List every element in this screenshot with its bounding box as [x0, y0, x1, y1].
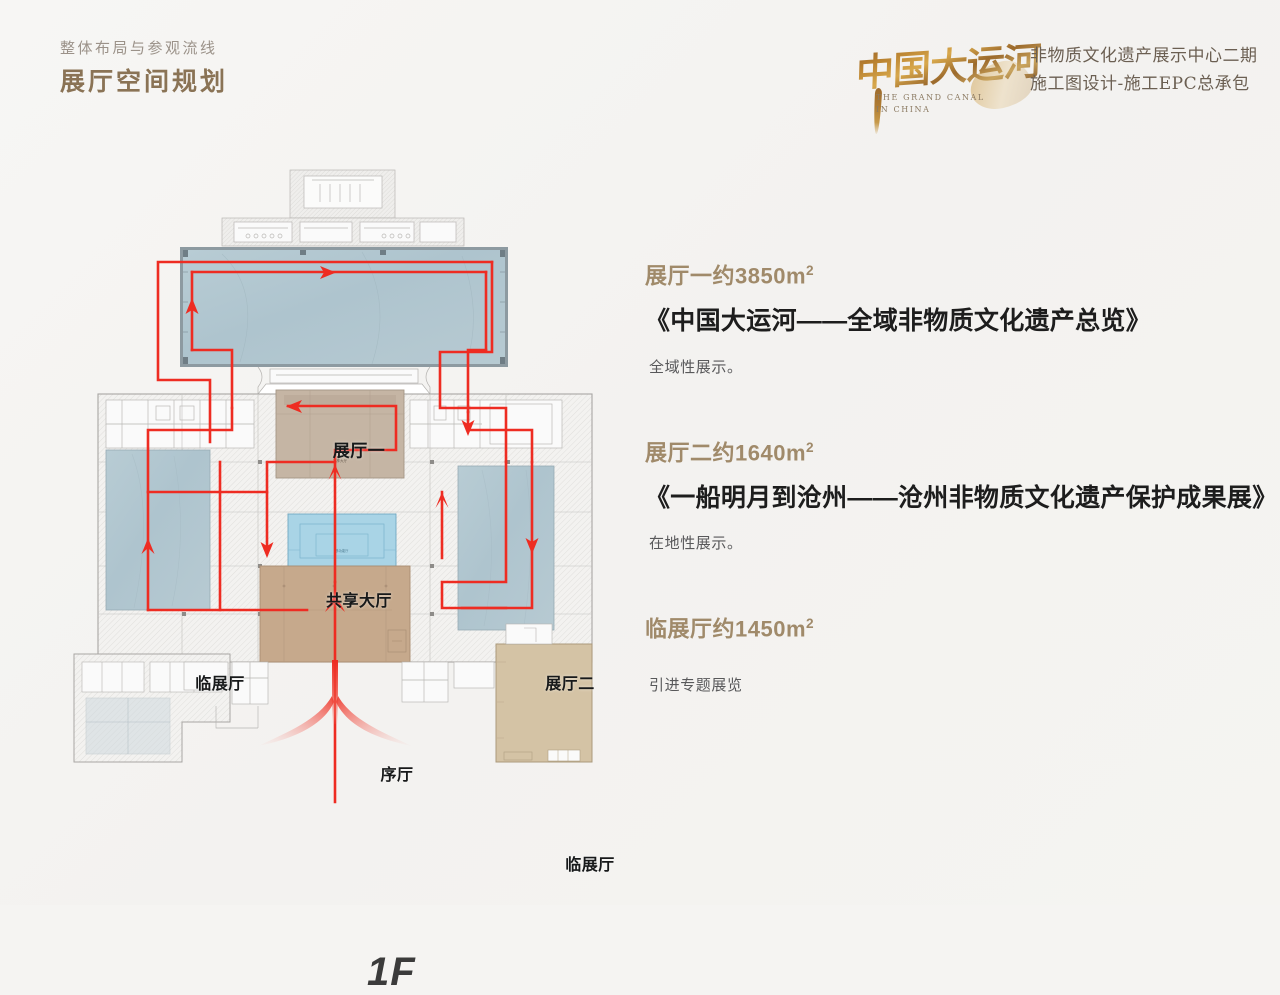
project-name-line2: 施工图设计-施工EPC总承包	[1030, 74, 1250, 95]
hall-one-room	[180, 247, 508, 367]
exhibition-desc-2: 在地性展示。	[649, 535, 743, 553]
visitor-circulation-route-detail	[146, 270, 534, 612]
exhibition-desc-3: 引进专题展览	[649, 677, 743, 695]
exhibition-area-1: 展厅一约3850m2	[645, 263, 815, 289]
floor-plan-1f: 共享大厅 多功能厅	[62, 162, 642, 994]
header-text-group: 整体布局与参观流线 展厅空间规划	[60, 38, 228, 97]
floor-level-label: 1F	[367, 950, 416, 994]
project-name-block: 非物质文化遗产展示中心二期 施工图设计-施工EPC总承包	[1030, 42, 1258, 98]
route-arrowheads	[141, 266, 539, 612]
logo-english-subtitle: THE GRAND CANAL IN CHINA	[876, 92, 985, 115]
room-label-preface-hall: 序厅	[380, 767, 414, 784]
page-title: 展厅空间规划	[60, 68, 229, 96]
exhibition-area-2: 展厅二约1640m2	[645, 439, 815, 465]
logo-english-line1: THE GRAND CANAL	[876, 93, 985, 102]
header-subtitle: 整体布局与参观流线	[60, 40, 218, 57]
exhibition-title-1: 《中国大运河——全域非物质文化遗产总览》	[645, 306, 1152, 335]
temporary-hall-right-room	[495, 623, 593, 763]
room-label-temp-hall-right: 临展厅	[565, 857, 615, 874]
logo-english-line2: IN CHINA	[876, 104, 931, 114]
project-logo-group: 中国大运河 THE GRAND CANAL IN CHINA 非物质文化遗产展示…	[852, 22, 1257, 142]
exhibition-title-2: 《一船明月到沧州——沧州非物质文化遗产保护成果展》	[645, 483, 1278, 512]
floor-plan-drawing: 共享大厅 多功能厅	[73, 169, 593, 804]
svg-text:共享大厅: 共享大厅	[333, 458, 348, 463]
svg-text:多功能厅: 多功能厅	[336, 548, 350, 553]
exhibition-desc-1: 全域性展示。	[649, 358, 743, 376]
room-label-shared-hall: 共享大厅	[325, 593, 393, 610]
exhibition-info-item-1: 展厅一约3850m2 《中国大运河——全域非物质文化遗产总览》 全域性展示。	[645, 262, 1245, 377]
room-label-hall-two: 展厅二	[545, 676, 595, 693]
exhibition-info-item-2: 展厅二约1640m2 《一船明月到沧州——沧州非物质文化遗产保护成果展》 在地性…	[645, 439, 1278, 554]
exhibition-area-3: 临展厅约1450m2	[645, 616, 815, 642]
room-label-hall-one: 展厅一	[332, 441, 386, 461]
temporary-hall-left-room	[105, 449, 211, 611]
grand-canal-calligraphy-logo: 中国大运河 THE GRAND CANAL IN CHINA	[852, 22, 1041, 140]
exhibition-info-list: 展厅一约3850m2 《中国大运河——全域非物质文化遗产总览》 全域性展示。 展…	[645, 262, 1278, 757]
auditorium-room: 多功能厅	[287, 513, 397, 567]
main-entrance-marker	[258, 660, 412, 746]
exhibition-info-item-3: 临展厅约1450m2 引进专题展览	[645, 615, 1245, 695]
project-name-line1: 非物质文化遗产展示中心二期	[1030, 46, 1258, 66]
room-label-temp-hall-left: 临展厅	[195, 676, 245, 693]
